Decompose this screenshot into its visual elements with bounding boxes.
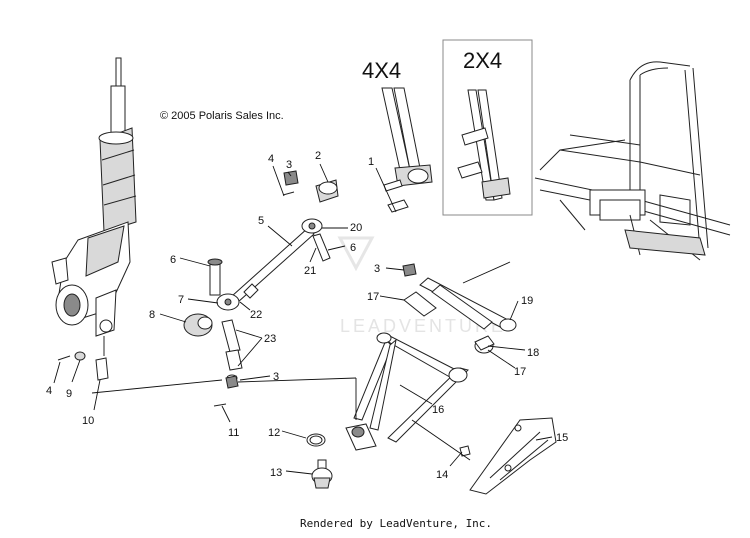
callout-16: 16: [432, 404, 444, 416]
callout-7: 7: [178, 294, 184, 306]
callout-22: 22: [250, 309, 262, 321]
bolt-6-left: [207, 258, 223, 296]
watermark-logo: [337, 236, 375, 272]
header-2x4: 2X4: [463, 48, 502, 73]
callout-10: 10: [82, 415, 94, 427]
callout-11: 11: [228, 427, 239, 439]
callout-4-left: 4: [46, 385, 52, 397]
callout-17-right: 17: [514, 366, 526, 378]
ball-joint-13: [311, 459, 333, 489]
tie-rod: [216, 218, 323, 311]
bolt-6-right: [312, 233, 331, 262]
callout-5: 5: [258, 215, 264, 227]
callout-3-mid: 3: [374, 263, 380, 275]
copyright-text: © 2005 Polaris Sales Inc.: [160, 110, 284, 122]
callout-12: 12: [268, 427, 280, 439]
castle-nut-upper: [283, 170, 299, 186]
callout-18: 18: [527, 347, 539, 359]
cotter-pin-11: [213, 403, 227, 407]
pivot-tubes: [403, 277, 517, 354]
callout-4-top: 4: [268, 153, 274, 165]
callout-1: 1: [368, 156, 374, 168]
callout-8: 8: [149, 309, 155, 321]
spacers-23: [221, 319, 243, 382]
nut-3-mid: [402, 263, 417, 277]
steering-post-4x4: [381, 87, 433, 213]
nut-3-lower: [225, 375, 239, 389]
watermark-text: LEADVENTURE: [340, 316, 506, 336]
callout-19: 19: [521, 295, 533, 307]
callout-15: 15: [556, 432, 568, 444]
ball-joint-stud: [315, 179, 339, 203]
callout-20: 20: [350, 222, 362, 234]
footer-credit: Rendered by LeadVenture, Inc.: [300, 517, 492, 530]
callout-labels: 1 2 3 4 5 6 6 20 21 3 7 22 8 23 3 17 19 …: [46, 150, 568, 481]
callout-3-low: 3: [273, 371, 279, 383]
callout-17-top: 17: [367, 291, 379, 303]
header-4x4: 4X4: [362, 58, 401, 83]
circlip-12: [306, 433, 326, 447]
callout-3-top: 3: [286, 159, 292, 171]
a-arm: [345, 332, 469, 451]
callout-6-right: 6: [350, 242, 356, 254]
callout-23: 23: [264, 333, 276, 345]
nut-9: [74, 351, 86, 361]
callout-21: 21: [304, 265, 316, 277]
bushing-8: [183, 313, 213, 337]
strut-assembly: [51, 57, 137, 337]
steering-post-2x4: [457, 89, 511, 201]
bolt-10: [95, 357, 109, 381]
callout-9: 9: [66, 388, 72, 400]
cotter-pin-4: [57, 355, 71, 361]
leader-lines: [53, 163, 553, 475]
callout-6-left: 6: [170, 254, 176, 266]
vehicle-frame: [534, 61, 731, 261]
inset-2x4-frame: [442, 39, 533, 216]
callout-14: 14: [436, 469, 448, 481]
skid-plate: [469, 417, 557, 495]
callout-13: 13: [270, 467, 282, 479]
callout-2: 2: [315, 150, 321, 162]
